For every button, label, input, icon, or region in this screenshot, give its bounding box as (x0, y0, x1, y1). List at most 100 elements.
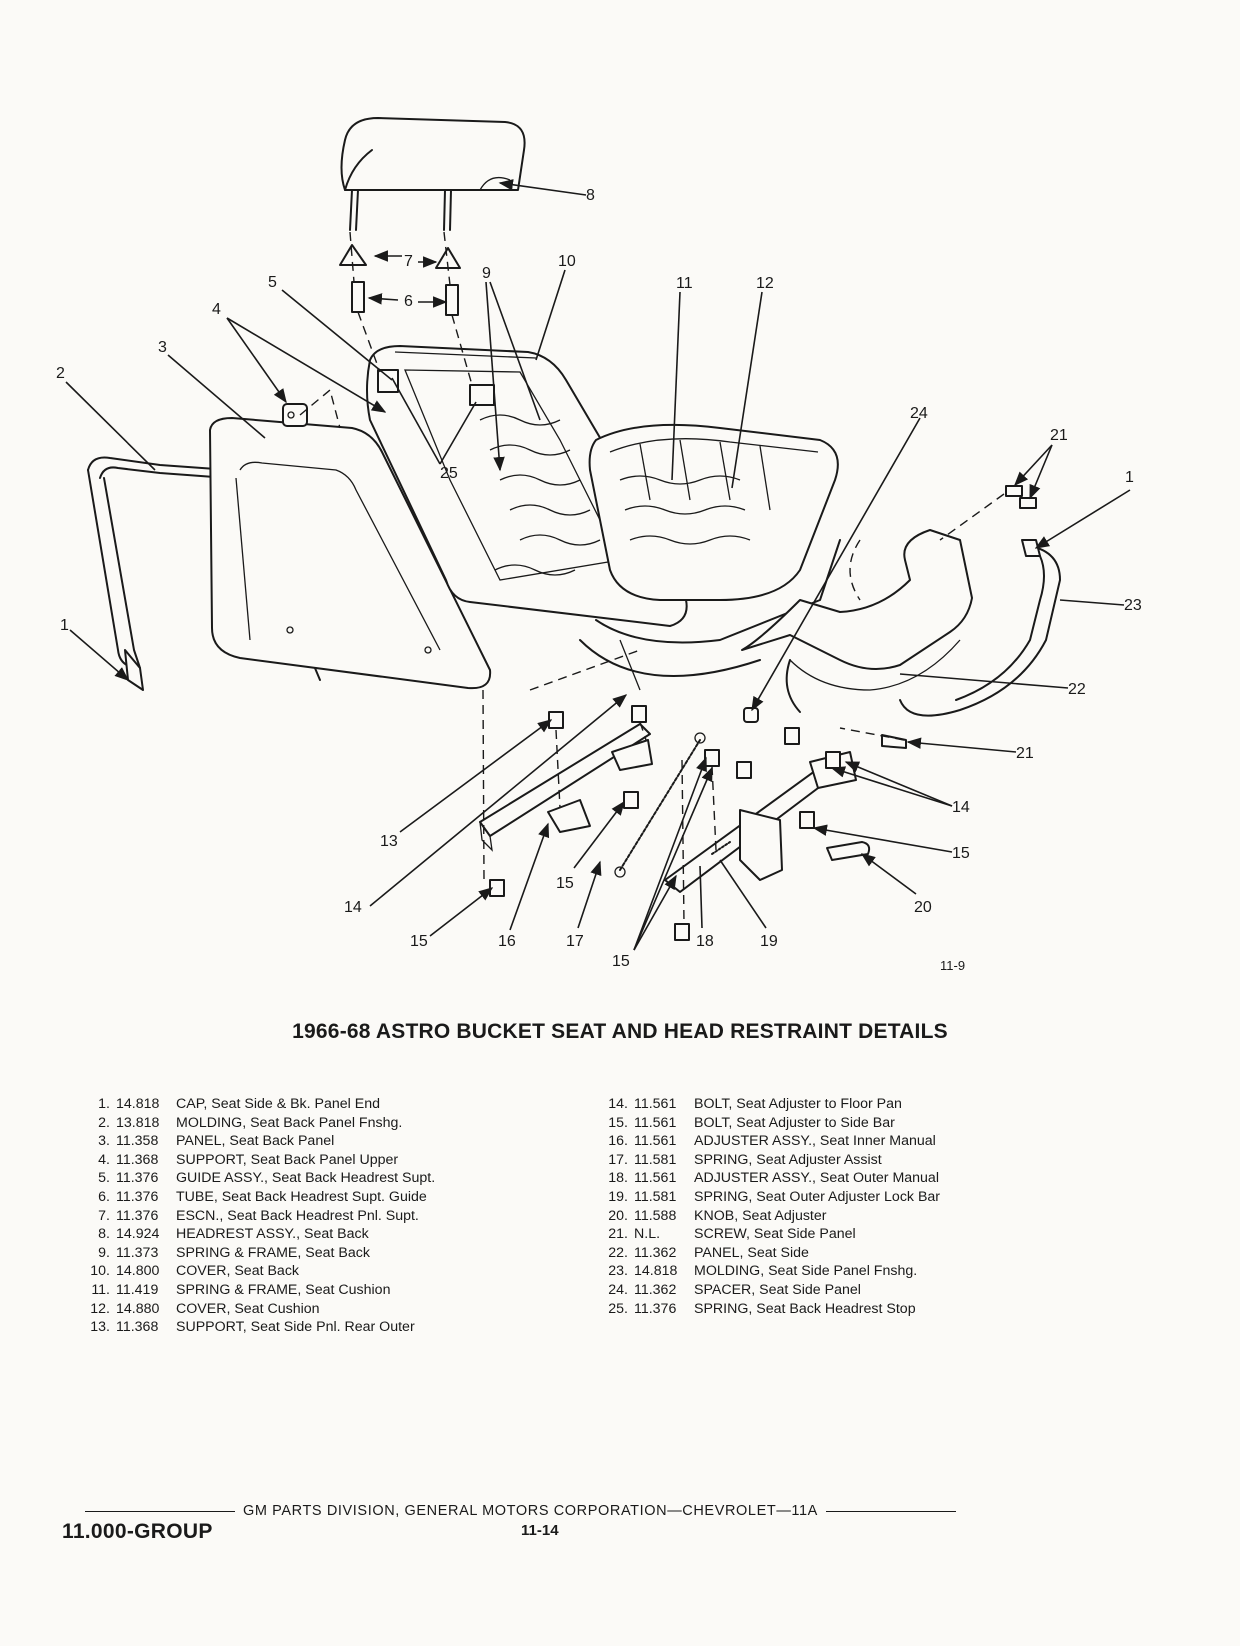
part-description: ADJUSTER ASSY., Seat Outer Manual (694, 1170, 939, 1187)
part-group-code: 11.373 (116, 1244, 159, 1261)
part-group-code: 11.376 (116, 1188, 159, 1205)
seat-side-panel-spacer (743, 707, 759, 723)
part-description: SPACER, Seat Side Panel (694, 1281, 861, 1298)
part-group-code: 14.880 (116, 1300, 160, 1317)
part-number: 22. (608, 1244, 628, 1261)
callout-7: 7 (404, 253, 413, 270)
parts-list-item: 21.N.L.SCREW, Seat Side Panel (598, 1225, 940, 1244)
parts-list-item: 22. 11.362 PANEL, Seat Side (598, 1244, 940, 1263)
seat-cushion-cover (588, 423, 839, 601)
callout-15-d: 15 (952, 845, 970, 862)
callout-14-right: 14 (952, 799, 970, 816)
part-number: 19. (608, 1188, 628, 1205)
part-group-code: 11.376 (634, 1300, 677, 1317)
callout-11: 11 (676, 275, 693, 292)
group-label: 11.000-GROUP (62, 1520, 213, 1543)
part-description: SUPPORT, Seat Back Panel Upper (176, 1151, 399, 1168)
part-group-code: 11.376 (116, 1207, 159, 1224)
part-group-code: 11.581 (634, 1151, 677, 1168)
seat-side-panel (741, 529, 973, 713)
assembly-dash-lines (299, 231, 1005, 925)
parts-list-item: 19. 11.581 SPRING, Seat Outer Adjuster Loc… (598, 1188, 940, 1207)
part-number: 3. (98, 1133, 110, 1150)
part-description: BOLT, Seat Adjuster to Side Bar (694, 1114, 895, 1131)
callout-25: 25 (440, 465, 458, 482)
callout-21-bottom: 21 (1016, 745, 1034, 762)
callout-9: 9 (482, 265, 491, 282)
part-description: SUPPORT, Seat Side Pnl. Rear Outer (176, 1319, 415, 1336)
part-description: SPRING, Seat Outer Adjuster Lock Bar (694, 1188, 941, 1205)
parts-list-item: 23. 14.818 MOLDING, Seat Side Panel Fnshg. (598, 1262, 940, 1281)
callout-18: 18 (696, 933, 714, 950)
callout-19: 19 (760, 933, 778, 950)
part-description: MOLDING, Seat Side Panel Fnshg. (694, 1263, 918, 1280)
exploded-seat-diagram: 1 1 2 3 4 5 6 7 8 9 10 11 12 13 14 14 15… (56, 117, 1142, 973)
seat-adjuster-knob (826, 841, 871, 861)
callout-14-left: 14 (344, 899, 362, 916)
part-number: 9. (98, 1244, 110, 1261)
callout-5: 5 (268, 274, 277, 291)
part-group-code: 11.368 (116, 1151, 159, 1168)
part-number: 12. (90, 1300, 110, 1317)
callout-3: 3 (158, 339, 167, 356)
part-number: 13. (90, 1319, 110, 1336)
part-number: 8. (98, 1226, 110, 1243)
seat-panel-end-cap-left (124, 649, 144, 691)
part-group-code: 11.561 (634, 1170, 677, 1187)
part-number: 21. (608, 1226, 628, 1243)
part-group-code: 11.581 (634, 1188, 677, 1205)
callout-1-right: 1 (1125, 469, 1134, 486)
page-title: 1966-68 ASTRO BUCKET SEAT AND HEAD RESTR… (292, 1020, 948, 1043)
part-group-code: 11.362 (634, 1244, 677, 1261)
part-description: COVER, Seat Cushion (176, 1300, 320, 1317)
callout-12: 12 (756, 275, 774, 292)
part-number: 18. (608, 1170, 628, 1187)
part-description: SPRING & FRAME, Seat Back (176, 1244, 370, 1261)
callout-leader-lines (65, 179, 1131, 951)
part-group-code: 14.818 (634, 1263, 678, 1280)
part-number: 7. (98, 1207, 110, 1224)
part-group-code: 14.818 (116, 1096, 160, 1112)
part-number: 6. (98, 1188, 110, 1205)
callout-16: 16 (498, 933, 516, 950)
part-group-code: 11.362 (634, 1281, 677, 1298)
seat-cushion-spring-frame (619, 475, 751, 545)
part-number: 11. (91, 1281, 110, 1298)
callout-labels: 1 1 2 3 4 5 6 7 8 9 10 11 12 13 14 14 15… (56, 187, 1142, 973)
figure-number: 11-9 (940, 958, 965, 973)
part-description: MOLDING, Seat Back Panel Fnshg. (176, 1114, 403, 1131)
part-description: SCREW, Seat Side Panel (694, 1226, 856, 1243)
parts-list-item: 9. 11.373 SPRING & FRAME, Seat Back (80, 1244, 435, 1263)
parts-list-item: 24. 11.362 SPACER, Seat Side Panel (598, 1281, 940, 1300)
part-description: PANEL, Seat Side (694, 1244, 809, 1261)
part-number: 1. (98, 1096, 110, 1112)
headrest-stop-spring (377, 369, 495, 406)
seat-adjuster-bolts (489, 705, 841, 941)
part-group-code: 11.561 (634, 1114, 677, 1131)
parts-list-item: 12. 14.880 COVER, Seat Cushion (80, 1300, 435, 1319)
callout-15-a: 15 (410, 933, 428, 950)
callout-22: 22 (1068, 681, 1086, 698)
part-number: 5. (98, 1170, 110, 1187)
callout-23: 23 (1124, 597, 1142, 614)
part-description: COVER, Seat Back (176, 1263, 300, 1280)
part-number: 23. (608, 1263, 628, 1280)
part-number: 4. (98, 1151, 110, 1168)
part-description: SPRING, Seat Back Headrest Stop (694, 1300, 916, 1317)
part-number: 24. (608, 1281, 628, 1298)
part-description: GUIDE ASSY., Seat Back Headrest Supt. (176, 1170, 436, 1187)
seat-outer-manual-adjuster (664, 751, 857, 893)
callout-15-b: 15 (556, 875, 574, 892)
part-number: 20. (608, 1207, 628, 1224)
